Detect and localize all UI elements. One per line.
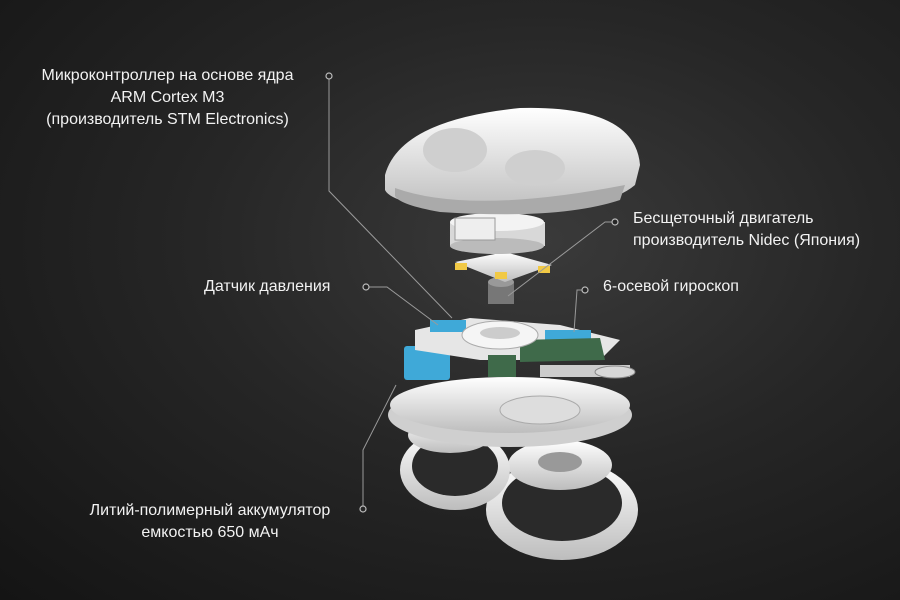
label-mcu-line2: ARM Cortex M3 [110,89,225,106]
label-battery: Литий-полимерный аккумулятор емкостью 65… [70,500,350,544]
label-battery-line2: емкостью 650 мАч [141,524,279,541]
label-motor-line1: Бесщеточный двигатель [633,210,814,227]
fan-housing [450,213,545,254]
label-dot-gyro [581,286,589,294]
label-dot-pressure [362,283,370,291]
label-battery-line1: Литий-полимерный аккумулятор [89,502,331,519]
wheel-ring-right [486,440,638,560]
label-gyroscope: 6-осевой гироскоп [603,278,739,295]
leader-line-pressure [369,286,439,326]
motor-plate [455,252,552,282]
label-dot-mcu [325,72,333,80]
top-cover [385,107,640,215]
leader-line-motor [507,221,612,297]
battery-block [404,346,450,380]
label-dot-battery [359,505,367,513]
leader-line-battery [362,384,397,506]
base-shell [388,365,636,447]
label-mcu: Микроконтроллер на основе ядра ARM Corte… [20,65,315,131]
label-mcu-line1: Микроконтроллер на основе ядра [41,67,294,84]
label-dot-motor [611,218,619,226]
label-motor: Бесщеточный двигатель производитель Nide… [633,208,860,252]
leader-line-gyro [573,289,582,333]
label-mcu-line3: (производитель STM Electronics) [46,111,289,128]
label-motor-line2: производитель Nidec (Япония) [633,232,861,249]
leader-line-mcu [328,79,453,319]
label-pressure-sensor: Датчик давления [204,278,331,295]
circuit-board [415,318,620,377]
motor [488,277,514,304]
